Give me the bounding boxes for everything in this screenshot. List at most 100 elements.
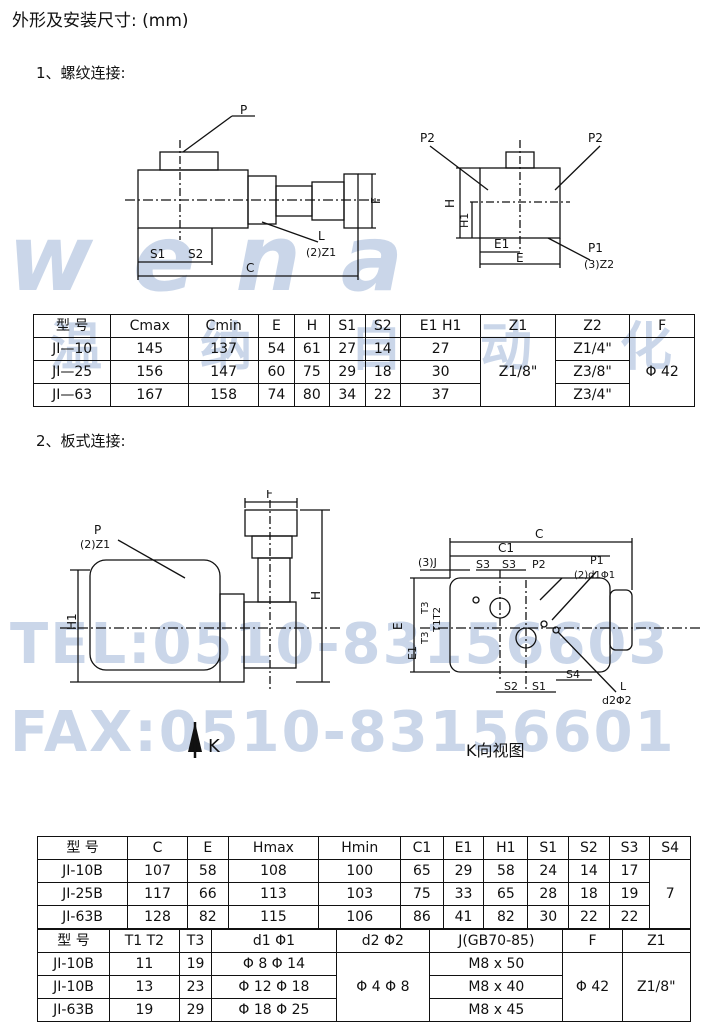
- label-s2: S2: [504, 680, 518, 693]
- t3-cell: 29: [178, 998, 213, 1022]
- t3-cell: 19: [178, 952, 213, 976]
- t2-cell: 65: [400, 859, 444, 883]
- label-j: (3)J: [418, 556, 437, 569]
- t1-cell: 167: [110, 383, 190, 407]
- t1-header: H: [293, 314, 331, 338]
- t1-cell-f: Φ 42: [629, 337, 695, 407]
- t2-cell-s4: 7: [649, 859, 691, 929]
- t1-header: F: [629, 314, 695, 338]
- t1-cell: 158: [188, 383, 260, 407]
- t1-cell: 27: [329, 337, 366, 361]
- t2-cell: 22: [568, 905, 610, 929]
- t2-cell: 14: [568, 859, 610, 883]
- t1-cell: 80: [293, 383, 331, 407]
- table-threaded: 型 号 Cmax Cmin E H S1 S2 E1 H1 Z1 Z2 F JI…: [32, 314, 695, 407]
- t1-header: S1: [329, 314, 366, 338]
- t1-header: Cmax: [110, 314, 190, 338]
- t1-cell: 156: [110, 360, 190, 384]
- t3-cell: Φ 12 Φ 18: [211, 975, 337, 999]
- t3-cell: 23: [178, 975, 213, 999]
- label-c: C: [535, 527, 543, 541]
- t3-header: T3: [178, 929, 213, 953]
- t3-cell-z1: Z1/8": [621, 952, 692, 1022]
- t3-cell: 13: [109, 975, 180, 999]
- t2-cell: JI-10B: [36, 859, 129, 883]
- t2-cell: 113: [227, 882, 320, 906]
- t2-cell: 58: [186, 859, 229, 883]
- t1-header: Z1: [480, 314, 556, 338]
- section-heading-plate: 2、板式连接:: [36, 432, 126, 450]
- t1-cell: 74: [258, 383, 295, 407]
- drawing-plate-side: F P (2)Z1 H1 H K: [60, 490, 340, 758]
- t1-cell: 30: [399, 360, 482, 384]
- t2-cell: 107: [127, 859, 188, 883]
- t3-cell: M8 x 40: [429, 975, 564, 999]
- drawing-threaded: P L (2)Z1 S1 S2 C F P2 P2 H H1 E1 E P1 (…: [125, 103, 614, 280]
- t3-cell: JI-63B: [36, 998, 111, 1022]
- t2-cell: 82: [186, 905, 229, 929]
- k-view-caption: K向视图: [466, 741, 525, 760]
- t3-header: d1 Φ1: [211, 929, 337, 953]
- t2-cell: 24: [527, 859, 570, 883]
- t1-header: E: [258, 314, 295, 338]
- drawing-k-view: C C1 (3)J S3 S3 P2 P1 (2)d1Φ1 T3 T1T2 T3…: [391, 527, 700, 760]
- t2-cell: 86: [400, 905, 444, 929]
- t3-cell: 19: [109, 998, 180, 1022]
- t3-header: J(GB70-85): [429, 929, 564, 953]
- t3-cell: JI-10B: [36, 975, 111, 999]
- t2-cell: 100: [318, 859, 402, 883]
- label-f: F: [369, 197, 383, 204]
- label-h: H: [443, 199, 457, 208]
- t2-cell: 33: [442, 882, 485, 906]
- t2-cell: JI-25B: [36, 882, 129, 906]
- t1-cell: 145: [110, 337, 190, 361]
- t2-cell: 30: [527, 905, 570, 929]
- t1-cell: 22: [364, 383, 401, 407]
- t3-cell: JI-10B: [36, 952, 111, 976]
- t2-cell: 58: [483, 859, 529, 883]
- t2-header: H1: [483, 836, 529, 860]
- t2-cell: 19: [608, 882, 651, 906]
- t1-cell: JI—63: [32, 383, 112, 407]
- t1-cell: JI—25: [32, 360, 112, 384]
- label-s4: S4: [566, 668, 580, 681]
- label-f: F: [266, 490, 273, 501]
- t2-cell: 103: [318, 882, 402, 906]
- t3-header: T1 T2: [109, 929, 180, 953]
- t1-cell: 29: [329, 360, 366, 384]
- label-p: P: [240, 103, 247, 117]
- t1-cell: 61: [293, 337, 331, 361]
- label-l: L: [620, 680, 627, 693]
- label-e1: E1: [406, 646, 419, 660]
- label-c1: C1: [498, 541, 514, 555]
- t1-header: Cmin: [188, 314, 260, 338]
- label-t1t2: T1T2: [432, 607, 443, 633]
- t1-header: Z2: [554, 314, 631, 338]
- t3-header: d2 Φ2: [335, 929, 431, 953]
- label-d1: (2)d1Φ1: [574, 570, 615, 581]
- t2-cell: 41: [442, 905, 485, 929]
- label-e: E: [516, 251, 524, 265]
- t1-cell: 147: [188, 360, 260, 384]
- t1-cell-z1: Z1/8": [480, 337, 556, 407]
- t2-header: C1: [400, 836, 444, 860]
- label-h: H: [309, 591, 323, 600]
- label-p2: P2: [532, 558, 546, 571]
- t3-cell: M8 x 50: [429, 952, 564, 976]
- t1-cell: Z3/8": [554, 360, 631, 384]
- t1-cell: Z1/4": [554, 337, 631, 361]
- label-p2-right: P2: [588, 131, 603, 145]
- label-s1: S1: [150, 247, 165, 261]
- label-z2: (3)Z2: [584, 258, 614, 271]
- t2-cell: 128: [127, 905, 188, 929]
- t2-cell: 28: [527, 882, 570, 906]
- t2-cell: 66: [186, 882, 229, 906]
- t3-cell-f: Φ 42: [562, 952, 623, 1022]
- t2-header: 型 号: [36, 836, 129, 860]
- watermark-tel: TEL:0510-83156603: [10, 612, 670, 677]
- t3-header: Z1: [621, 929, 692, 953]
- watermark-fax: FAX:0510-83156601: [10, 700, 676, 765]
- t3-cell-d2: Φ 4 Φ 8: [335, 952, 431, 1022]
- label-p2-left: P2: [420, 131, 435, 145]
- t1-cell: 14: [364, 337, 401, 361]
